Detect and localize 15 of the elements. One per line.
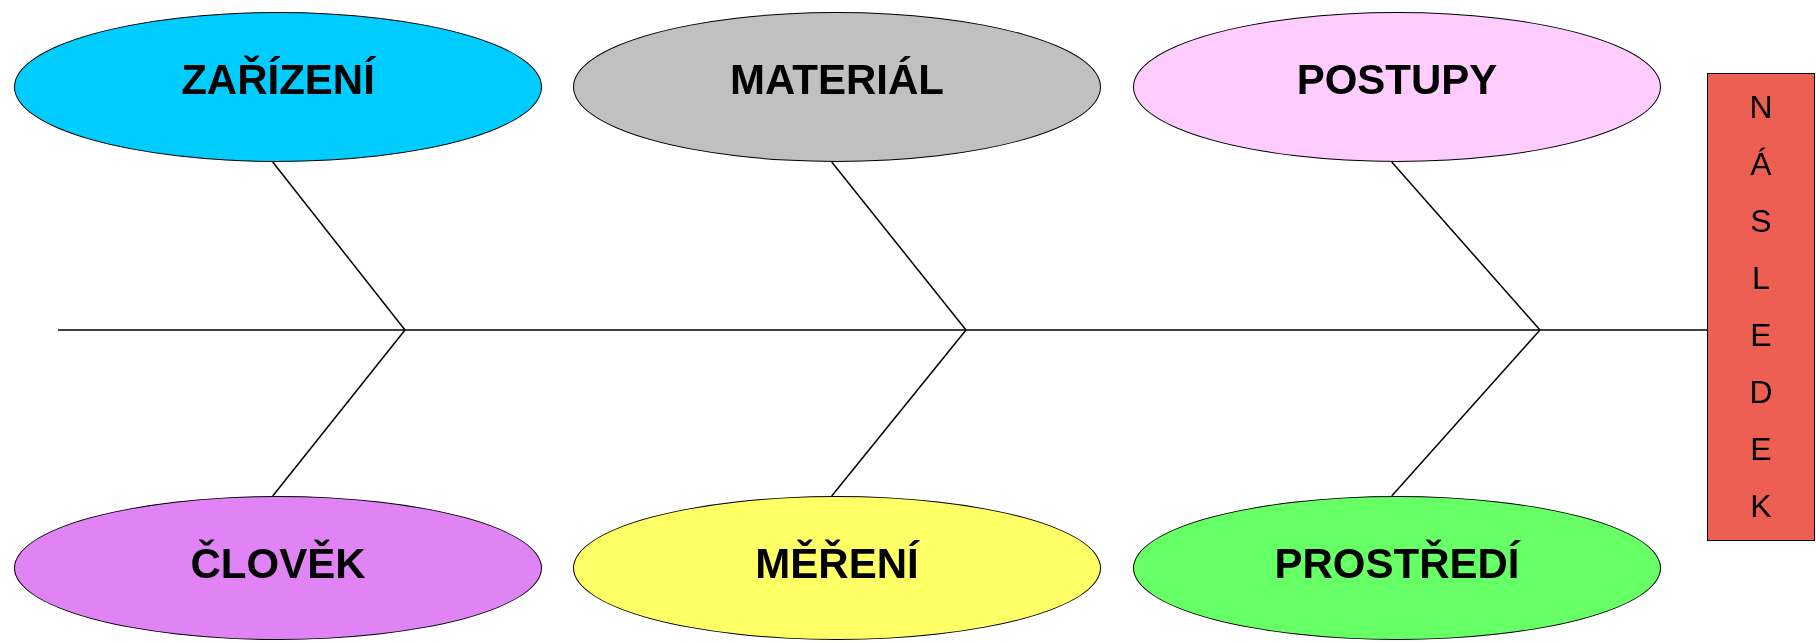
cause-label: MĚŘENÍ <box>755 538 919 589</box>
connector-line <box>1390 161 1541 331</box>
effect-box <box>1707 73 1815 541</box>
cause-label: ZAŘÍZENÍ <box>181 54 375 105</box>
connector-line <box>271 329 406 497</box>
cause-label: MATERIÁL <box>730 55 944 105</box>
connector-line <box>1390 329 1541 497</box>
connector-line <box>57 329 1708 331</box>
connector-line <box>271 161 406 331</box>
effect-label: NÁSLEDEK <box>1748 88 1774 526</box>
connector-line <box>830 161 967 331</box>
cause-label: PROSTŘEDÍ <box>1274 538 1520 589</box>
cause-label: ČLOVĚK <box>190 538 366 589</box>
cause-label: POSTUPY <box>1296 55 1498 105</box>
connector-line <box>830 329 967 497</box>
